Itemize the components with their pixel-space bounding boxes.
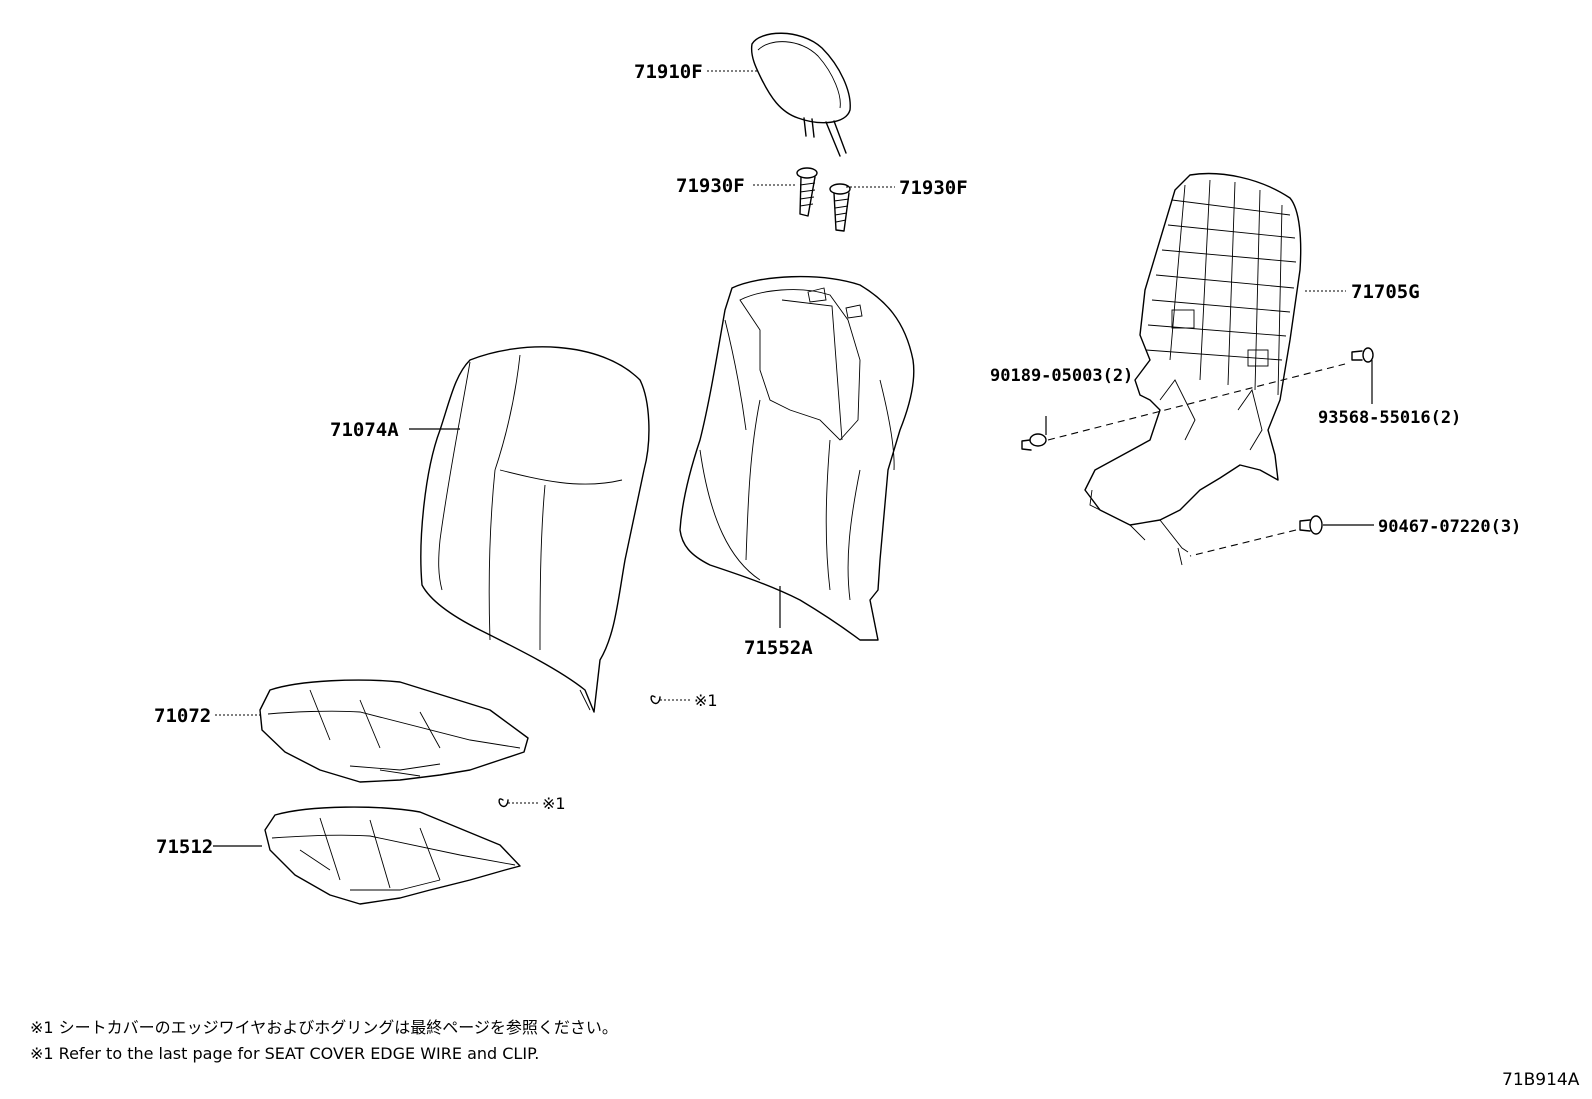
part-label-back-pad: 71552A <box>744 637 813 659</box>
note-english: ※1 Refer to the last page for SEAT COVER… <box>30 1044 539 1063</box>
clip-bottom-illustration <box>1299 515 1323 535</box>
part-label-guide-left: 71930F <box>676 175 745 197</box>
part-label-back-cover: 71074A <box>330 419 399 441</box>
part-label-cushion-cover: 71072 <box>154 705 211 727</box>
ref-mark-upper: ※1 <box>694 691 718 710</box>
part-label-clip-bottom: 90467-07220(3) <box>1378 517 1521 537</box>
hog-ring-icon-lower <box>498 798 509 808</box>
headrest-guide-right-illustration <box>829 183 851 232</box>
seatback-cover-illustration <box>420 346 650 713</box>
cushion-pad-illustration <box>264 806 521 905</box>
part-label-headrest: 71910F <box>634 61 703 83</box>
hog-ring-icon-upper <box>650 695 661 705</box>
seatback-pad-illustration <box>679 275 915 641</box>
diagram-code: 71B914A <box>1502 1070 1580 1090</box>
headrest-guide-left-illustration <box>796 167 818 217</box>
cushion-cover-illustration <box>259 679 529 783</box>
screw-right-illustration <box>1351 347 1374 404</box>
part-label-guide-right: 71930F <box>899 177 968 199</box>
part-label-screw-right: 93568-55016(2) <box>1318 408 1461 428</box>
part-label-back-board: 71705G <box>1351 281 1420 303</box>
ref-mark-lower: ※1 <box>542 794 566 813</box>
part-label-cushion-pad: 71512 <box>156 836 213 858</box>
note-japanese: ※1 シートカバーのエッジワイヤおよびホグリングは最終ページを参照ください。 <box>30 1018 618 1037</box>
clip-left-illustration <box>1021 416 1047 451</box>
part-label-clip-left: 90189-05003(2) <box>990 366 1133 386</box>
seatback-board-illustration <box>1084 172 1302 566</box>
headrest-illustration <box>750 32 851 157</box>
